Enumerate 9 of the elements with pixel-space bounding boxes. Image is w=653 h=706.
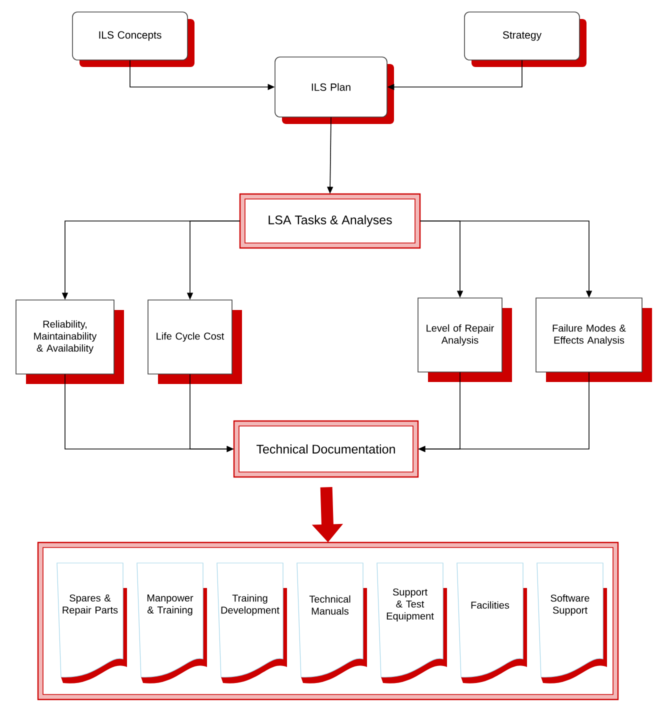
process-box: LSA Tasks & Analyses <box>239 193 421 249</box>
process-box: Failure Modes & Effects Analysis <box>536 298 652 382</box>
process-box: Life Cycle Cost <box>148 300 242 384</box>
process-box: Strategy <box>464 12 586 67</box>
process-box: ILS Concepts <box>72 12 194 67</box>
process-box: Level of Repair Analysis <box>418 298 512 382</box>
process-box: ILS Plan <box>274 56 394 124</box>
process-box: Reliability, Maintainability & Availability <box>16 300 124 384</box>
process-box: Technical Documentation <box>233 420 419 478</box>
